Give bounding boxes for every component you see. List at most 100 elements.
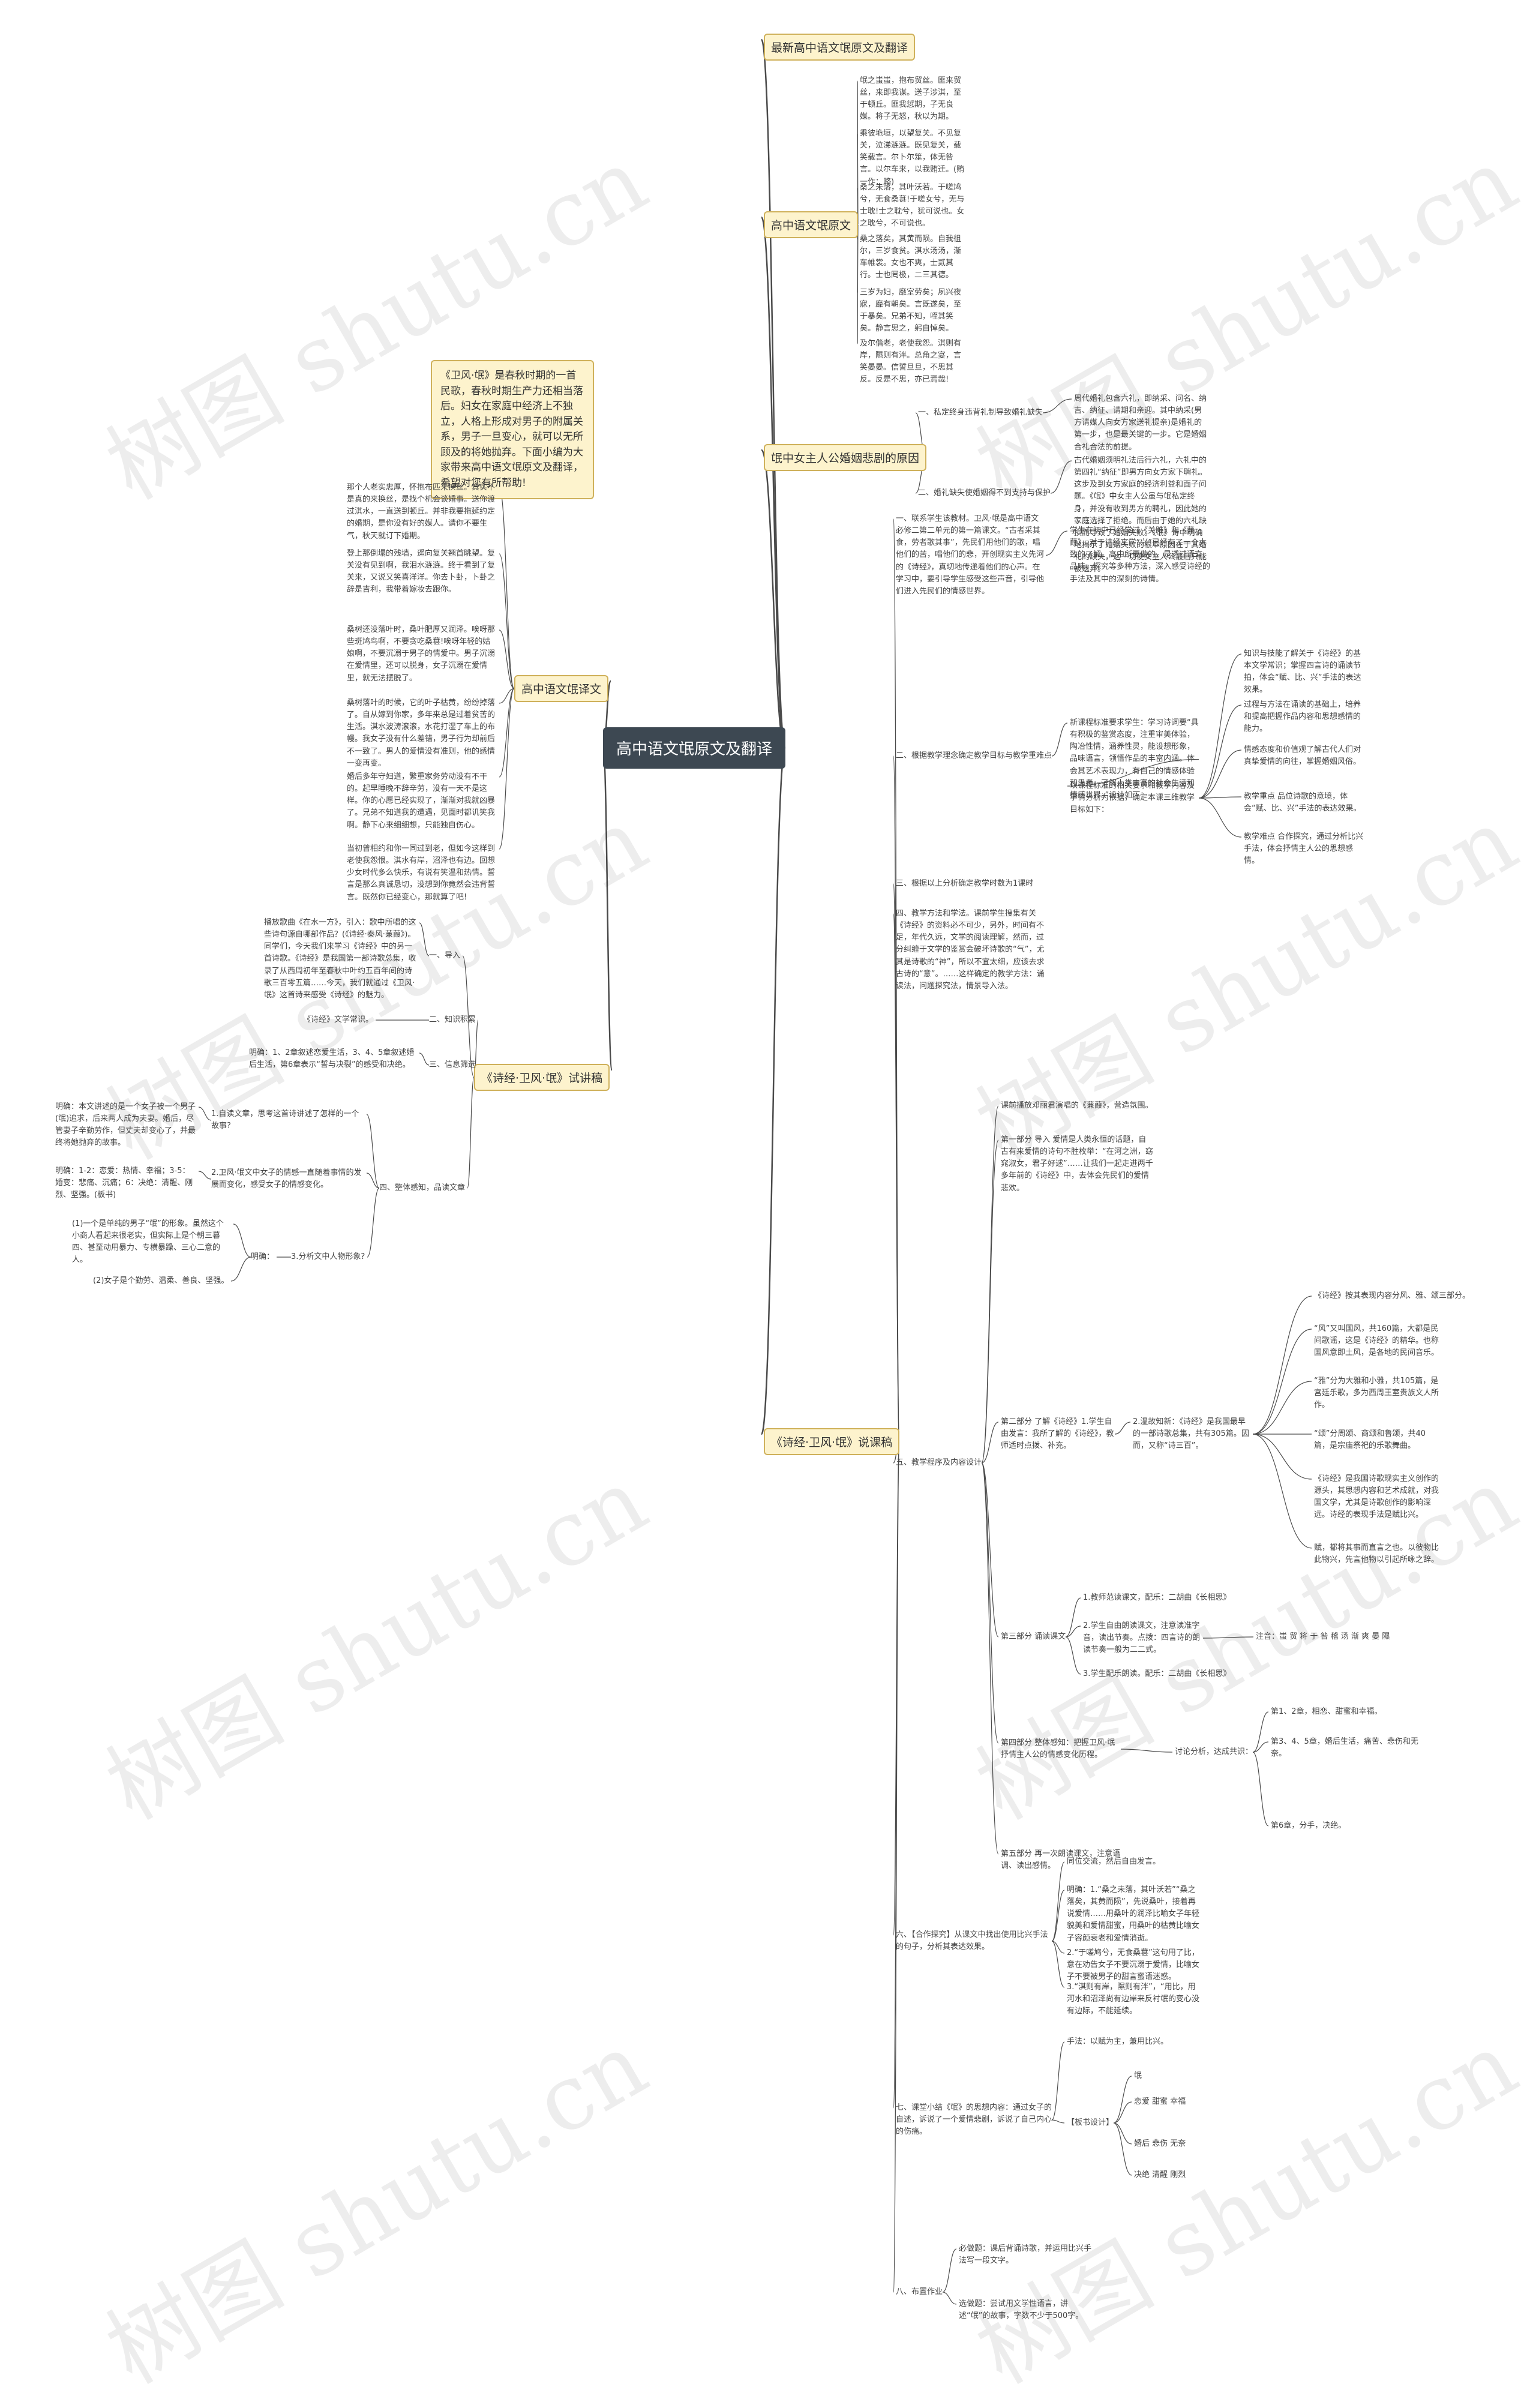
connector-line [893,1441,900,2293]
root-topic[interactable]: 高中语文氓原文及翻译 [603,727,786,769]
shuoke-s8-b: 选做题：尝试用文学性语言，讲述“氓”的故事，字数不少于500字。 [959,2299,1084,2321]
procedure-p3-a: 1.教师范读课文，配乐：二胡曲《长相思》 [1083,1593,1231,1602]
translation-para: 登上那倒塌的残墙，遥向复关翘首眺望。复关没有见到啊，我泪水涟涟。终于看到了复关来… [347,549,496,595]
board-item: 决绝 清醒 刚烈 [1134,2170,1186,2179]
lecture-q1: 1.自读文章，思考这首诗讲述了怎样的一个故事? [211,1109,359,1131]
translation-para: 当初曾相约和你一同过到老，但如今这样到老使我怨恨。淇水有岸，沼泽也有边。回想少女… [347,844,496,902]
procedure-p4: 第四部分 整体感知：把握卫风·氓抒情主人公的情感变化历程。 [1001,1738,1115,1760]
procedure-p4-c: 第6章，分手，决绝。 [1271,1821,1346,1830]
connector-line [893,913,900,1443]
connector-line [981,1422,999,1464]
connector-line [1252,1741,1269,1753]
reason-heading: 一、私定终身违背礼制导致婚礼缺失 [918,408,1043,417]
connector-line [760,38,787,749]
procedure-p3-c: 3.学生配乐朗读。配乐：二胡曲《长相思》 [1083,1669,1231,1678]
goal-item: 情感态度和价值观了解古代人们对真挚爱情的向往，掌握婚姻风俗。 [1244,745,1361,767]
connector-line [1120,1749,1173,1753]
mindmap-canvas: 树图 shutu.cn 树图 shutu.cn 树图 shutu.cn 树图 s… [55,34,1534,2404]
connector-line [1045,530,1068,556]
lecture-q3: 3.分析文中人物形象? [291,1252,365,1261]
procedure-p2-b: “风”又叫国风，共160篇，大都是民间歌谣，这是《诗经》的精华。也称国风意即土风… [1314,1324,1439,1358]
board-item: 恋爱 甜蜜 幸福 [1134,2097,1186,2106]
shuoke-s7-b: 【板书设计】 [1067,2118,1114,2127]
branch-lecture[interactable]: 《诗经·卫风·氓》试讲稿 [474,1064,610,1091]
lecture-q2: 2.卫风·氓文中女子的情感一直随着事情的发展而变化，感受女子的情感变化。 [211,1168,362,1190]
lecture-q3-a: (1)一个是单纯的男子“氓”的形象。虽然这个小商人看起来很老实，但实际上是个朝三… [72,1219,224,1265]
goal-item: 过程与方法在诵读的基础上，培养和提高把握作品内容和思想感情的能力。 [1244,700,1361,734]
connector-line [1065,1626,1081,1638]
connector-line [366,1114,380,1189]
connector-line [1198,749,1242,799]
connector-line [942,2292,957,2305]
shuoke-s6: 六、【合作探究】从课文中找出使用比兴手法的句子，分析其表达效果。 [896,1930,1048,1952]
procedure-p2-a: 《诗经》按其表现内容分风、雅、颂三部分。 [1314,1291,1471,1300]
branch-reason[interactable]: 氓中女主人公婚姻悲剧的原因 [764,444,927,471]
lecture-reading-text: 明确：1、2章叙述恋爱生活，3、4、5章叙述婚后生活，第6章表示“誓与决裂”的感… [249,1048,415,1070]
procedure-p4-a: 第1、2章，相恋、甜蜜和幸福。 [1271,1707,1382,1716]
procedure-p4-mid: 讨论分析，达成共识： [1175,1747,1253,1756]
procedure-p3-b-note: 注音：蚩 贸 将 于 咎 稽 汤 渐 爽 晏 隰 [1256,1632,1390,1641]
reason-body: 古代婚姻须明礼法后行六礼，六礼中的第四礼“纳征”即男方向女方家下聘礼。这步及到女… [1074,456,1207,574]
connector-line [366,1172,380,1189]
shuoke-s1: 一、联系学生该教材。卫风·氓是高中语文必修二第二单元的第一篇课文。“古者采其食，… [896,514,1045,596]
connector-line [499,688,515,778]
intro-note: 《卫风·氓》是春秋时期的一首民歌，春秋时期生产力还相当落后。妇女在家庭中经济上不… [431,360,594,499]
connector-line [1051,1861,1065,1942]
connector-line [233,1224,251,1258]
connector-line [467,1076,475,1189]
connector-line [981,1139,999,1464]
connector-line [1051,1890,1065,1942]
connector-line [602,747,613,1071]
lecture-import: 一、导入 [429,951,461,960]
lecture-q3-label: 明确： [251,1252,275,1261]
shuoke-s6-c: 2.“于嗟鸠兮，无食桑葚”这句用了比，意在劝告女子不要沉溺于爱情，比喻女子不要被… [1067,1948,1200,1982]
connector-line [499,688,515,704]
shuoke-s2-mid: 新课程标准要求学生：学习诗词要“具有积极的鉴赏态度，注重审美体验，陶冶性情，涵养… [1070,718,1199,800]
branch-latest[interactable]: 最新高中语文氓原文及翻译 [764,34,916,61]
connector-line [367,1187,380,1258]
shuoke-s2: 二、根据教学理念确定教学目标与教学重难点 [896,751,1052,760]
connector-line [1051,2119,1065,2124]
connector-line [1051,722,1068,757]
original-stanza: 桑之未落，其叶沃若。于嗟鸠兮，无食桑葚!于嗟女兮，无与士耽!士之耽兮，犹可说也。… [860,183,965,229]
connector-line [499,688,515,850]
connector-line [1252,1434,1312,1549]
branch-translation[interactable]: 高中语文氓译文 [514,675,609,702]
connector-line [1198,796,1242,799]
connector-line [198,1171,212,1180]
connector-line [1202,1636,1254,1639]
connector-line [1113,2101,1132,2124]
connector-line [981,1105,999,1464]
shuoke-s2-tail: 以课程标准的相关要求和教学内容及学情分析为依据，确定本课三维教学目标如下： [1070,781,1195,815]
procedure-p2-mid: 2.温故知新：《诗经》是我国最早的一部诗歌总集，共有305篇。因而，又称“诗三百… [1133,1417,1249,1451]
connector-line [1252,1434,1312,1480]
lecture-reading: 三、信息筛选 [429,1060,476,1069]
connector-line [198,1106,212,1121]
connector-line [1252,1329,1312,1435]
connector-line [1198,797,1242,838]
goal-item: 教学难点 合作探究，通过分析比兴手法，体会抒情主人公的思想感情。 [1244,832,1364,866]
original-stanza: 三岁为妇，靡室劳矣；夙兴夜寐，靡有朝矣。言既遂矣，至于暴矣。兄弟不知，咥其笑矣。… [860,288,962,334]
connector-line [1252,1711,1269,1753]
reason-heading: 二、婚礼缺失使婚姻得不到支持与保护 [918,488,1051,497]
translation-para: 桑树落叶的时候，它的叶子枯黄，纷纷掉落了。自从嫁到你家，多年来总是过着贫苦的生活… [347,698,496,768]
board-item: 氓 [1134,2071,1142,2080]
procedure-p2-c: “雅”分为大雅和小雅，共105篇，是宫廷乐歌，多为西周王室贵族文人所作。 [1314,1377,1439,1410]
shuoke-s6-a: 同位交流，然后自由发言。 [1067,1857,1161,1866]
shuoke-s6-d: 3.“淇则有岸，隰则有泮”，“用比，用河水和沼泽尚有边岸来反衬氓的变心没有边际，… [1067,1983,1200,2016]
shuoke-s7: 七、课堂小结《氓》的思想内容：通过女子的自述，诉说了一个爱情悲剧，诉说了自己内心… [896,2103,1052,2137]
procedure-p3: 第三部分 诵读课文 [1001,1632,1066,1641]
original-stanza: 乘彼垝垣，以望复关。不见复关，泣涕涟涟。既见复关，载笑载言。尔卜尔筮，体无咎言。… [860,129,965,187]
branch-original[interactable]: 高中语文氓原文 [764,211,859,238]
connector-line [462,955,475,1078]
connector-line [1051,1941,1065,1988]
lecture-import-text: 播放歌曲《在水一方》，引入：歌中所唱的这些诗句源自哪部作品？(《诗经·秦风·蒹葭… [264,918,416,1000]
connector-line [1051,2041,1065,2121]
connector-line [230,1257,251,1282]
branch-shuoke[interactable]: 《诗经·卫风·氓》说课稿 [764,1428,900,1455]
goal-item: 教学重点 品位诗歌的意境，体会“赋、比、兴”手法的表达效果。 [1244,792,1361,814]
lecture-feeling: 四、整体感知，品读文章 [379,1183,466,1192]
connector-line [1042,398,1072,413]
procedure-p2-f: 赋，都将其事而直言之也。以彼物比此物兴，先言他物以引起所咏之辞。 [1314,1543,1439,1565]
original-stanza: 氓之蚩蚩，抱布贸丝。匪来贸丝，来即我谋。送子涉淇，至于顿丘。匪我愆期，子无良媒。… [860,76,962,122]
